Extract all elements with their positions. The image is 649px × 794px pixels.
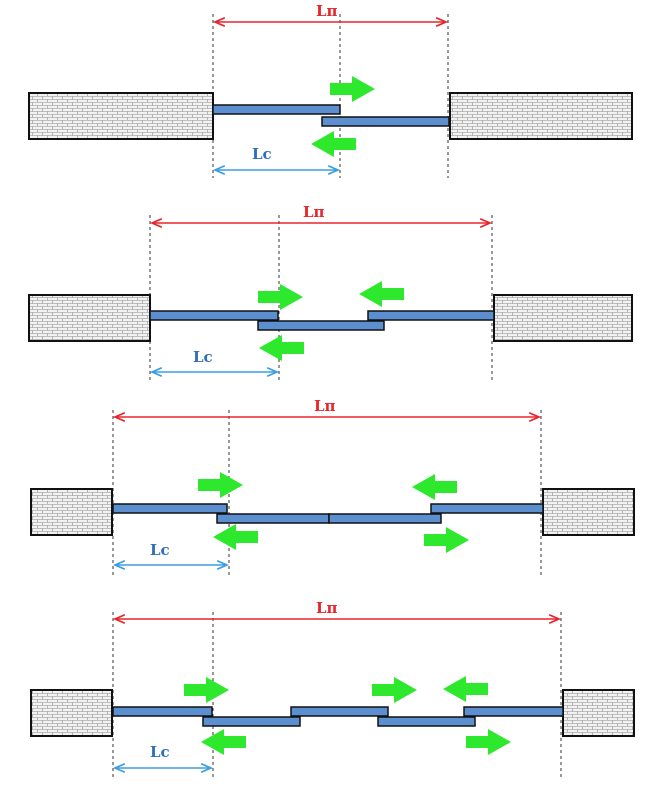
diagram-1: Lп Lс: [28, 2, 633, 178]
arrow-left-icon: [412, 474, 457, 500]
opening-label: Lп: [314, 397, 336, 415]
door-panel: [321, 116, 450, 127]
wall-left: [28, 92, 214, 140]
door-panel: [367, 310, 495, 321]
wall-left: [30, 689, 113, 737]
arrow-left-icon: [213, 524, 258, 550]
arrow-right-icon: [330, 76, 375, 102]
opening-label: Lп: [316, 2, 338, 20]
diagram-3: Lп Lс: [30, 397, 635, 578]
door-panel: [212, 104, 341, 115]
door-panel: [149, 310, 279, 321]
door-panel: [328, 513, 442, 524]
opening-label: Lп: [316, 599, 338, 617]
leaf-label: Lс: [193, 348, 213, 366]
door-panel: [463, 706, 564, 717]
arrow-right-icon: [372, 677, 417, 703]
wall-right: [493, 294, 633, 342]
leaf-label: Lс: [252, 145, 272, 163]
leaf-label: Lс: [150, 743, 170, 761]
opening-label: Lп: [303, 203, 325, 221]
door-panel: [430, 503, 544, 514]
arrow-left-icon: [311, 131, 356, 157]
arrow-left-icon: [259, 335, 304, 361]
door-panel: [216, 513, 330, 524]
diagram-2: Lп Lс: [28, 203, 633, 382]
arrow-right-icon: [258, 284, 303, 310]
arrow-right-icon: [424, 527, 469, 553]
door-panel: [112, 503, 228, 514]
wall-right: [562, 689, 635, 737]
door-panel: [290, 706, 389, 717]
arrow-right-icon: [198, 472, 243, 498]
door-panel: [202, 716, 301, 727]
wall-left: [30, 488, 113, 536]
arrow-left-icon: [443, 676, 488, 702]
wall-right: [542, 488, 635, 536]
arrow-right-icon: [466, 729, 511, 755]
arrow-left-icon: [359, 281, 404, 307]
door-panel: [257, 320, 385, 331]
wall-right: [449, 92, 633, 140]
door-panel: [112, 706, 213, 717]
arrow-left-icon: [201, 729, 246, 755]
door-panel: [377, 716, 476, 727]
arrow-right-icon: [184, 677, 229, 703]
diagram-4: Lп Lс: [30, 599, 635, 780]
wall-left: [28, 294, 151, 342]
leaf-label: Lс: [150, 541, 170, 559]
